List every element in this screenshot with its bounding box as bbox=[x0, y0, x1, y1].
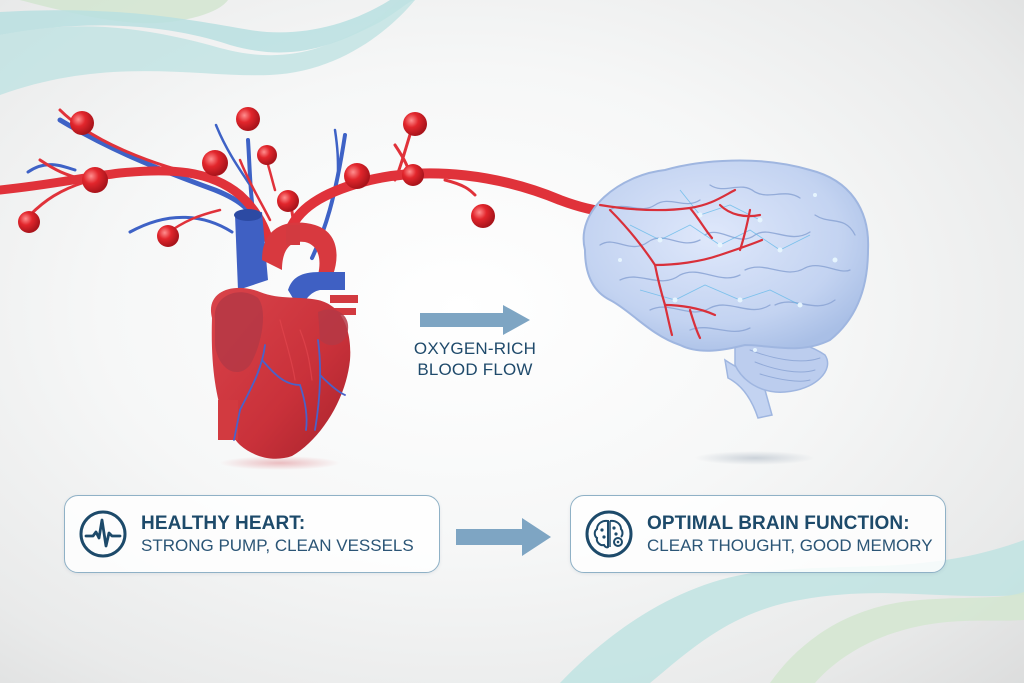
coronary-vessels bbox=[233, 339, 346, 441]
cards-arrow-icon bbox=[456, 518, 551, 556]
pulmonary-veins bbox=[330, 295, 358, 315]
brain-folds bbox=[599, 184, 856, 382]
brain-arteries bbox=[598, 188, 764, 340]
card-subtitle: STRONG PUMP, CLEAN VESSELS bbox=[141, 535, 414, 555]
card-subtitle: CLEAR THOUGHT, GOOD MEMORY bbox=[647, 535, 933, 555]
blood-cells bbox=[18, 107, 495, 247]
left-atrium bbox=[318, 309, 349, 346]
heartbeat-pulse-icon bbox=[79, 510, 127, 558]
aorta-top bbox=[286, 225, 300, 245]
coronary-arteries bbox=[279, 319, 313, 381]
card-title: HEALTHY HEART: bbox=[141, 512, 306, 534]
right-atrium bbox=[214, 292, 264, 373]
brain-gear-icon bbox=[585, 510, 633, 558]
flow-label-line2: BLOOD FLOW bbox=[417, 360, 533, 379]
inferior-vena-cava bbox=[218, 400, 238, 440]
brain-illustration bbox=[582, 159, 870, 419]
heart-shadow bbox=[220, 456, 340, 470]
wave-top-teal-band bbox=[0, 0, 415, 95]
heart-illustration bbox=[210, 209, 358, 459]
brain-shadow bbox=[695, 451, 815, 465]
aorta-arch bbox=[262, 222, 337, 275]
wave-bottom-green bbox=[770, 592, 1024, 683]
healthy-heart-card: HEALTHY HEART: STRONG PUMP, CLEAN VESSEL… bbox=[64, 495, 440, 573]
superior-vena-cava bbox=[235, 212, 268, 290]
neuron-sparks bbox=[618, 193, 838, 352]
flow-arrow-icon bbox=[420, 305, 530, 335]
wave-bottom-teal bbox=[560, 540, 1024, 683]
wave-top-teal bbox=[0, 0, 415, 53]
oxygen-rich-blood-flow-label: OXYGEN-RICH BLOOD FLOW bbox=[410, 338, 540, 380]
optimal-brain-function-card: OPTIMAL BRAIN FUNCTION: CLEAR THOUGHT, G… bbox=[570, 495, 946, 573]
card-title: OPTIMAL BRAIN FUNCTION: bbox=[647, 512, 910, 534]
wave-top-green bbox=[19, 0, 228, 24]
flow-label-line1: OXYGEN-RICH bbox=[413, 339, 537, 358]
